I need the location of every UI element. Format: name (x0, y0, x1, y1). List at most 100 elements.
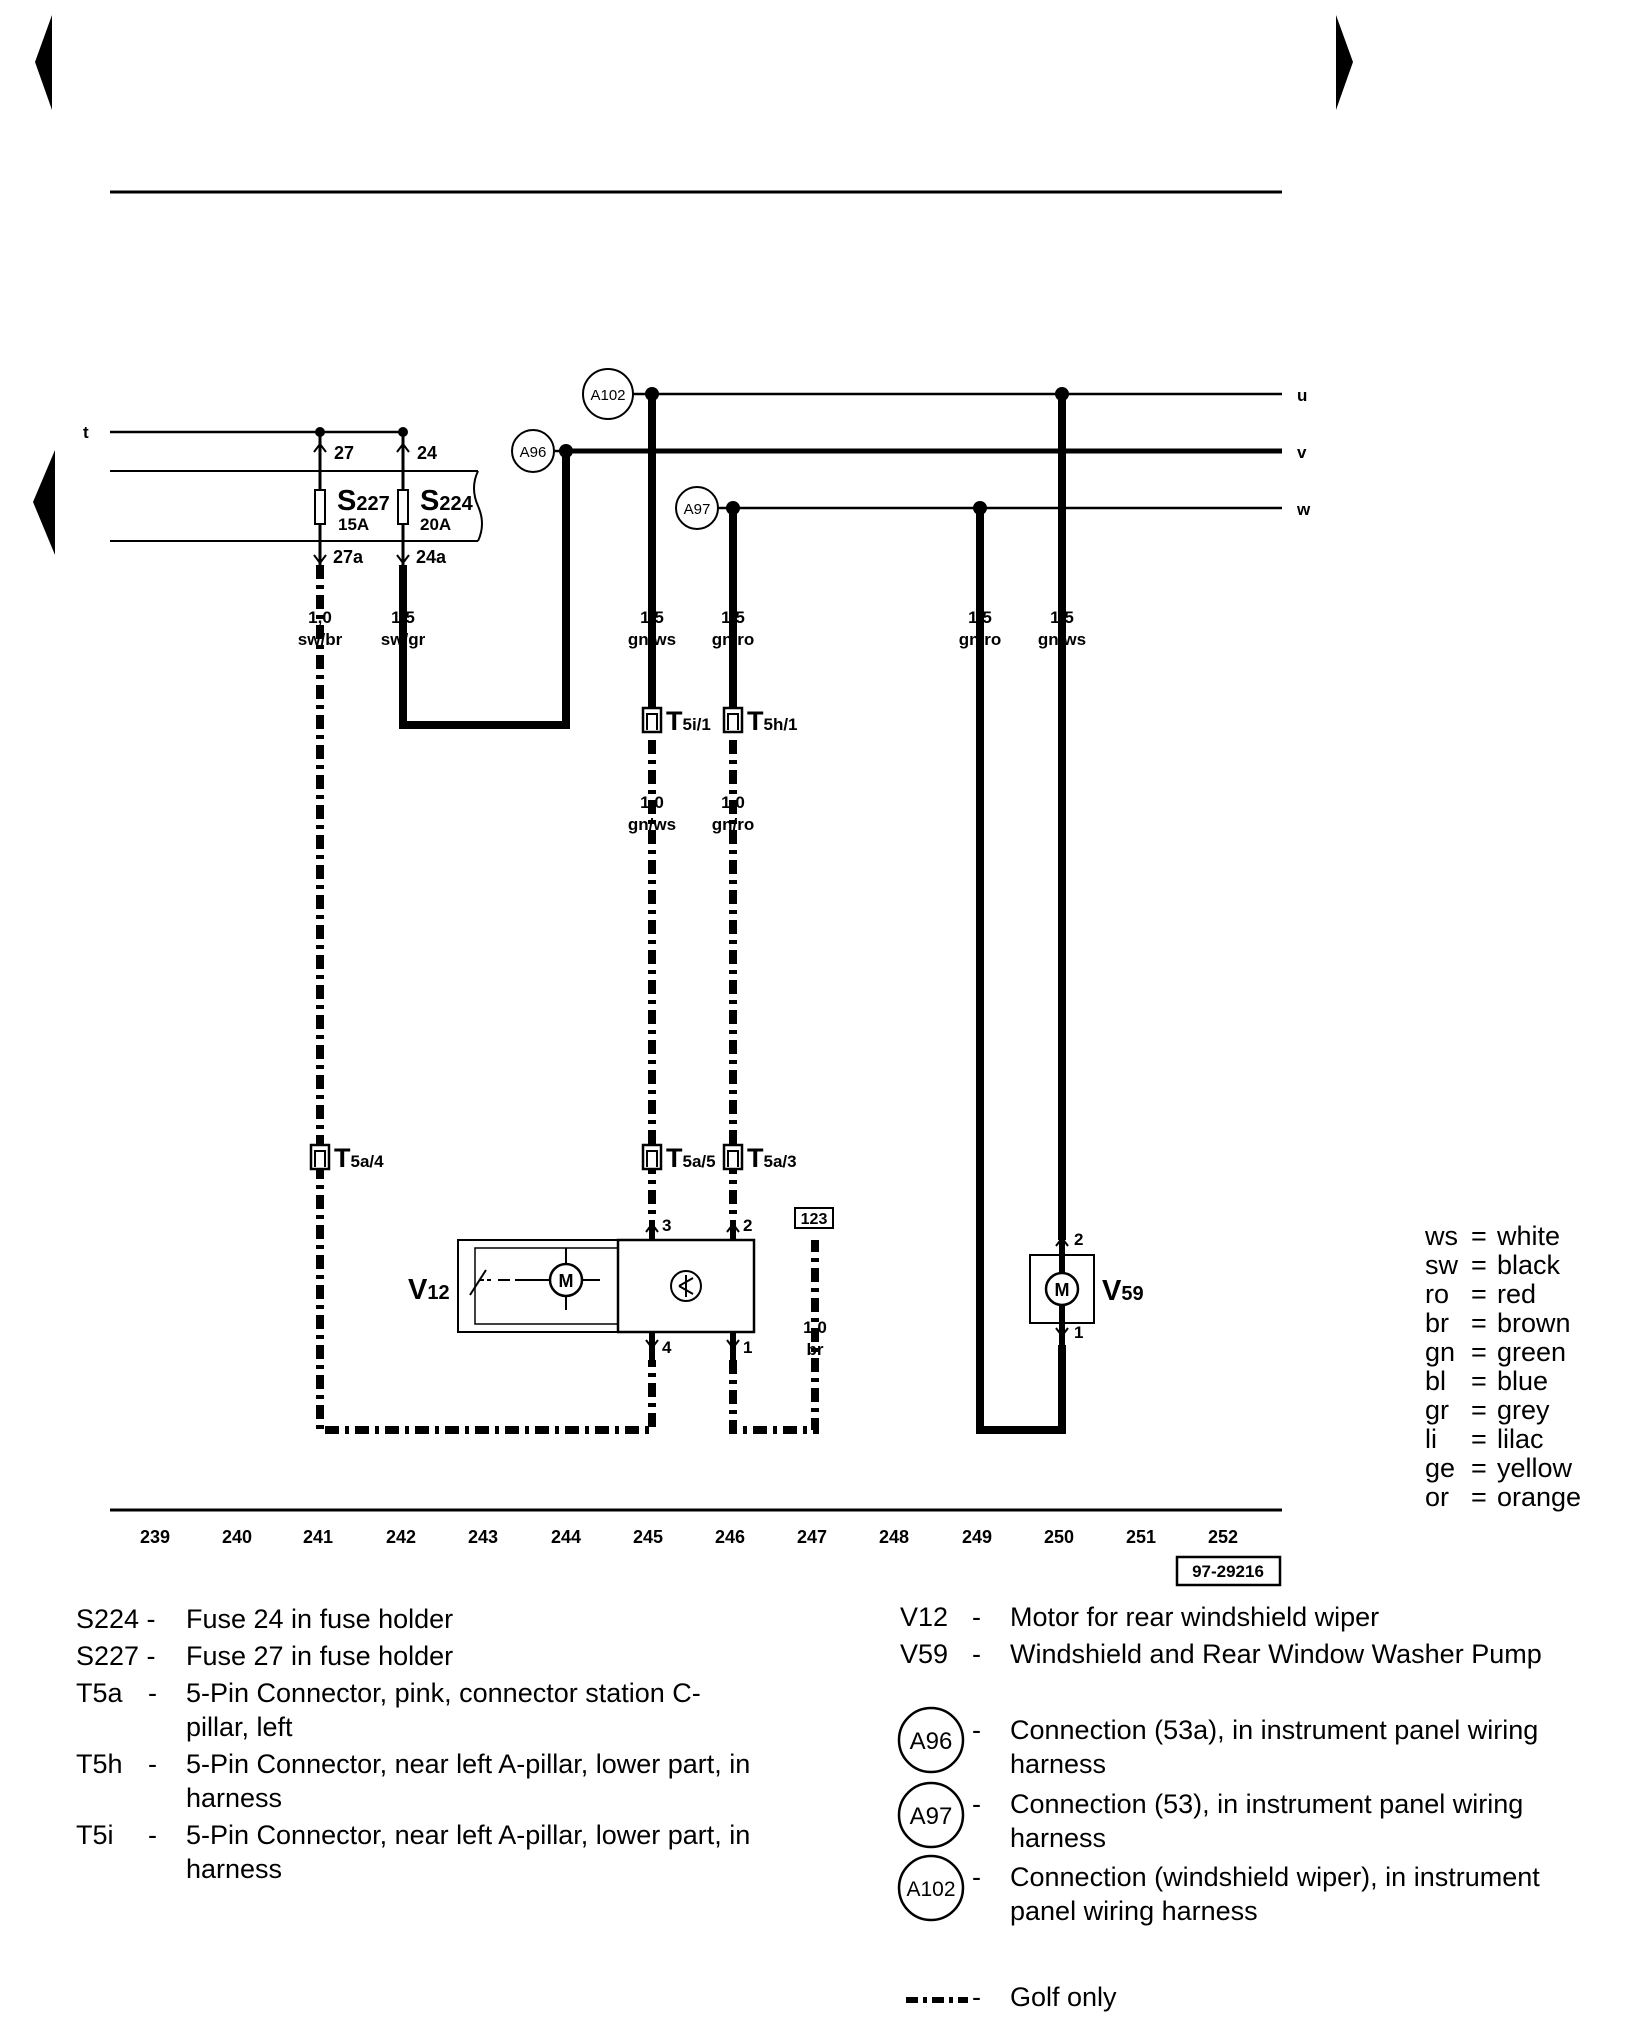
svg-text:243: 243 (468, 1527, 498, 1547)
svg-text:A96: A96 (910, 1728, 953, 1755)
svg-text:gn/ws: gn/ws (628, 815, 676, 834)
svg-text:sw/br: sw/br (298, 630, 343, 649)
svg-text:123: 123 (801, 1211, 828, 1228)
fuse-s224 (396, 432, 410, 565)
prev-page-icon[interactable] (35, 15, 52, 110)
color-legend-row: bl=blue (1425, 1366, 1549, 1396)
v59-washer-pump: M (1029, 1236, 1095, 1345)
svg-text:239: 239 (140, 1527, 170, 1547)
v59-pin-2: 2 (1074, 1230, 1083, 1249)
wire-br (729, 1240, 819, 1434)
svg-text:1,0: 1,0 (308, 608, 332, 627)
fuse-s227-top-pin: 27 (334, 443, 354, 463)
svg-text:1,5: 1,5 (640, 608, 664, 627)
svg-text:gn/ro: gn/ro (712, 815, 755, 834)
color-legend-row: ws=white (1425, 1221, 1561, 1251)
fuse-s224-top-pin: 24 (417, 443, 437, 463)
bus-label-t: t (83, 423, 89, 442)
connector-t5a-4-label: T5a/4 (334, 1143, 384, 1173)
color-legend-row: ge=yellow (1425, 1453, 1573, 1483)
svg-text:gn/ro: gn/ro (959, 630, 1002, 649)
fuse-s227-bottom-pin: 27a (333, 547, 364, 567)
svg-text:1,0: 1,0 (803, 1318, 827, 1337)
color-legend-row: ro=red (1425, 1279, 1537, 1309)
svg-text:gn/ws: gn/ws (1038, 630, 1086, 649)
svg-text:241: 241 (303, 1527, 333, 1547)
svg-text:M: M (559, 1271, 574, 1291)
connector-t5i-1 (641, 706, 663, 734)
v12-pin-2: 2 (743, 1216, 752, 1235)
legend-a97-icon: A97 (897, 1781, 965, 1849)
grid-numbers: 239 240 241 242 243 244 245 246 247 248 … (140, 1527, 1238, 1547)
svg-text:1,0: 1,0 (721, 793, 745, 812)
v12-pin-3: 3 (662, 1216, 671, 1235)
wire-labels: 1,0 sw/br 1,5 sw/gr 1,5 gn/ws 1,5 gn/ro 1,5 g… (298, 608, 1086, 1359)
color-legend-row: or=orange (1425, 1482, 1582, 1512)
wire-v59-loop (976, 508, 1066, 1434)
svg-text:gn/ws: gn/ws (628, 630, 676, 649)
fuse-s224-bottom-pin: 24a (416, 547, 447, 567)
legend-a96-icon: A96 (897, 1706, 965, 1774)
svg-text:A97: A97 (684, 501, 711, 518)
color-legend-row: li=lilac (1425, 1424, 1544, 1454)
svg-text:248: 248 (879, 1527, 909, 1547)
color-legend-row: gr=grey (1425, 1395, 1550, 1425)
svg-text:252: 252 (1208, 1527, 1238, 1547)
svg-text:250: 250 (1044, 1527, 1074, 1547)
connector-t5a-3 (722, 1143, 744, 1171)
svg-text:244: 244 (551, 1527, 581, 1547)
connection-a96: A96 (511, 429, 566, 473)
svg-text:1,5: 1,5 (721, 608, 745, 627)
svg-text:1,5: 1,5 (968, 608, 992, 627)
svg-text:A96: A96 (520, 444, 547, 461)
bus-label-v: v (1297, 443, 1307, 462)
svg-text:A102: A102 (906, 1878, 955, 1901)
reference-number-box: 97-29216 (1175, 1555, 1282, 1587)
svg-text:1,5: 1,5 (391, 608, 415, 627)
golf-only-wires (316, 565, 819, 1434)
color-legend-row: gn=green (1425, 1337, 1567, 1367)
fuse-box (110, 470, 483, 542)
v12-pin-1: 1 (743, 1338, 752, 1357)
connector-t5a-5 (641, 1143, 663, 1171)
connector-t5h-1-label: T5h/1 (747, 706, 798, 736)
legend-a102-icon: A102 (897, 1854, 965, 1922)
v12-pin-4: 4 (662, 1338, 672, 1357)
svg-text:gn/ro: gn/ro (712, 630, 755, 649)
svg-text:247: 247 (797, 1527, 827, 1547)
fuse-s224-rating: 20A (420, 515, 451, 534)
fuse-s227-name: S227 (337, 485, 390, 517)
fuse-s227-rating: 15A (338, 515, 369, 534)
ground-ref-123: 123 (794, 1207, 834, 1229)
svg-text:245: 245 (633, 1527, 663, 1547)
connection-a102: A102 (582, 368, 652, 420)
v59-pin-1: 1 (1074, 1323, 1083, 1342)
color-legend-row: br=brown (1425, 1308, 1571, 1338)
svg-text:M: M (1055, 1280, 1070, 1300)
svg-text:br: br (807, 1340, 824, 1359)
wire-sw-br (316, 565, 656, 1434)
connector-t5h-1 (722, 706, 744, 734)
connector-t5i-1-label: T5i/1 (666, 706, 711, 736)
bus-label-u: u (1297, 386, 1307, 405)
svg-text:246: 246 (715, 1527, 745, 1547)
svg-text:1,0: 1,0 (640, 793, 664, 812)
fuse-s227 (313, 432, 327, 565)
next-page-icon[interactable] (1336, 15, 1353, 110)
svg-text:240: 240 (222, 1527, 252, 1547)
connector-t5a-4 (309, 1143, 331, 1171)
svg-text:A97: A97 (910, 1803, 953, 1830)
svg-text:1,5: 1,5 (1050, 608, 1074, 627)
v12-wiper-motor: M (457, 1220, 756, 1360)
fuse-s224-name: S224 (420, 485, 474, 517)
svg-text:251: 251 (1126, 1527, 1156, 1547)
v12-label: V12 (408, 1274, 450, 1306)
svg-text:sw/gr: sw/gr (381, 630, 426, 649)
sheet-back-icon[interactable] (33, 450, 55, 555)
connection-a97: A97 (675, 486, 733, 530)
connector-t5a-3-label: T5a/3 (747, 1143, 797, 1173)
color-legend-row: sw=black (1425, 1250, 1561, 1280)
svg-text:242: 242 (386, 1527, 416, 1547)
connector-t5a-5-label: T5a/5 (666, 1143, 716, 1173)
